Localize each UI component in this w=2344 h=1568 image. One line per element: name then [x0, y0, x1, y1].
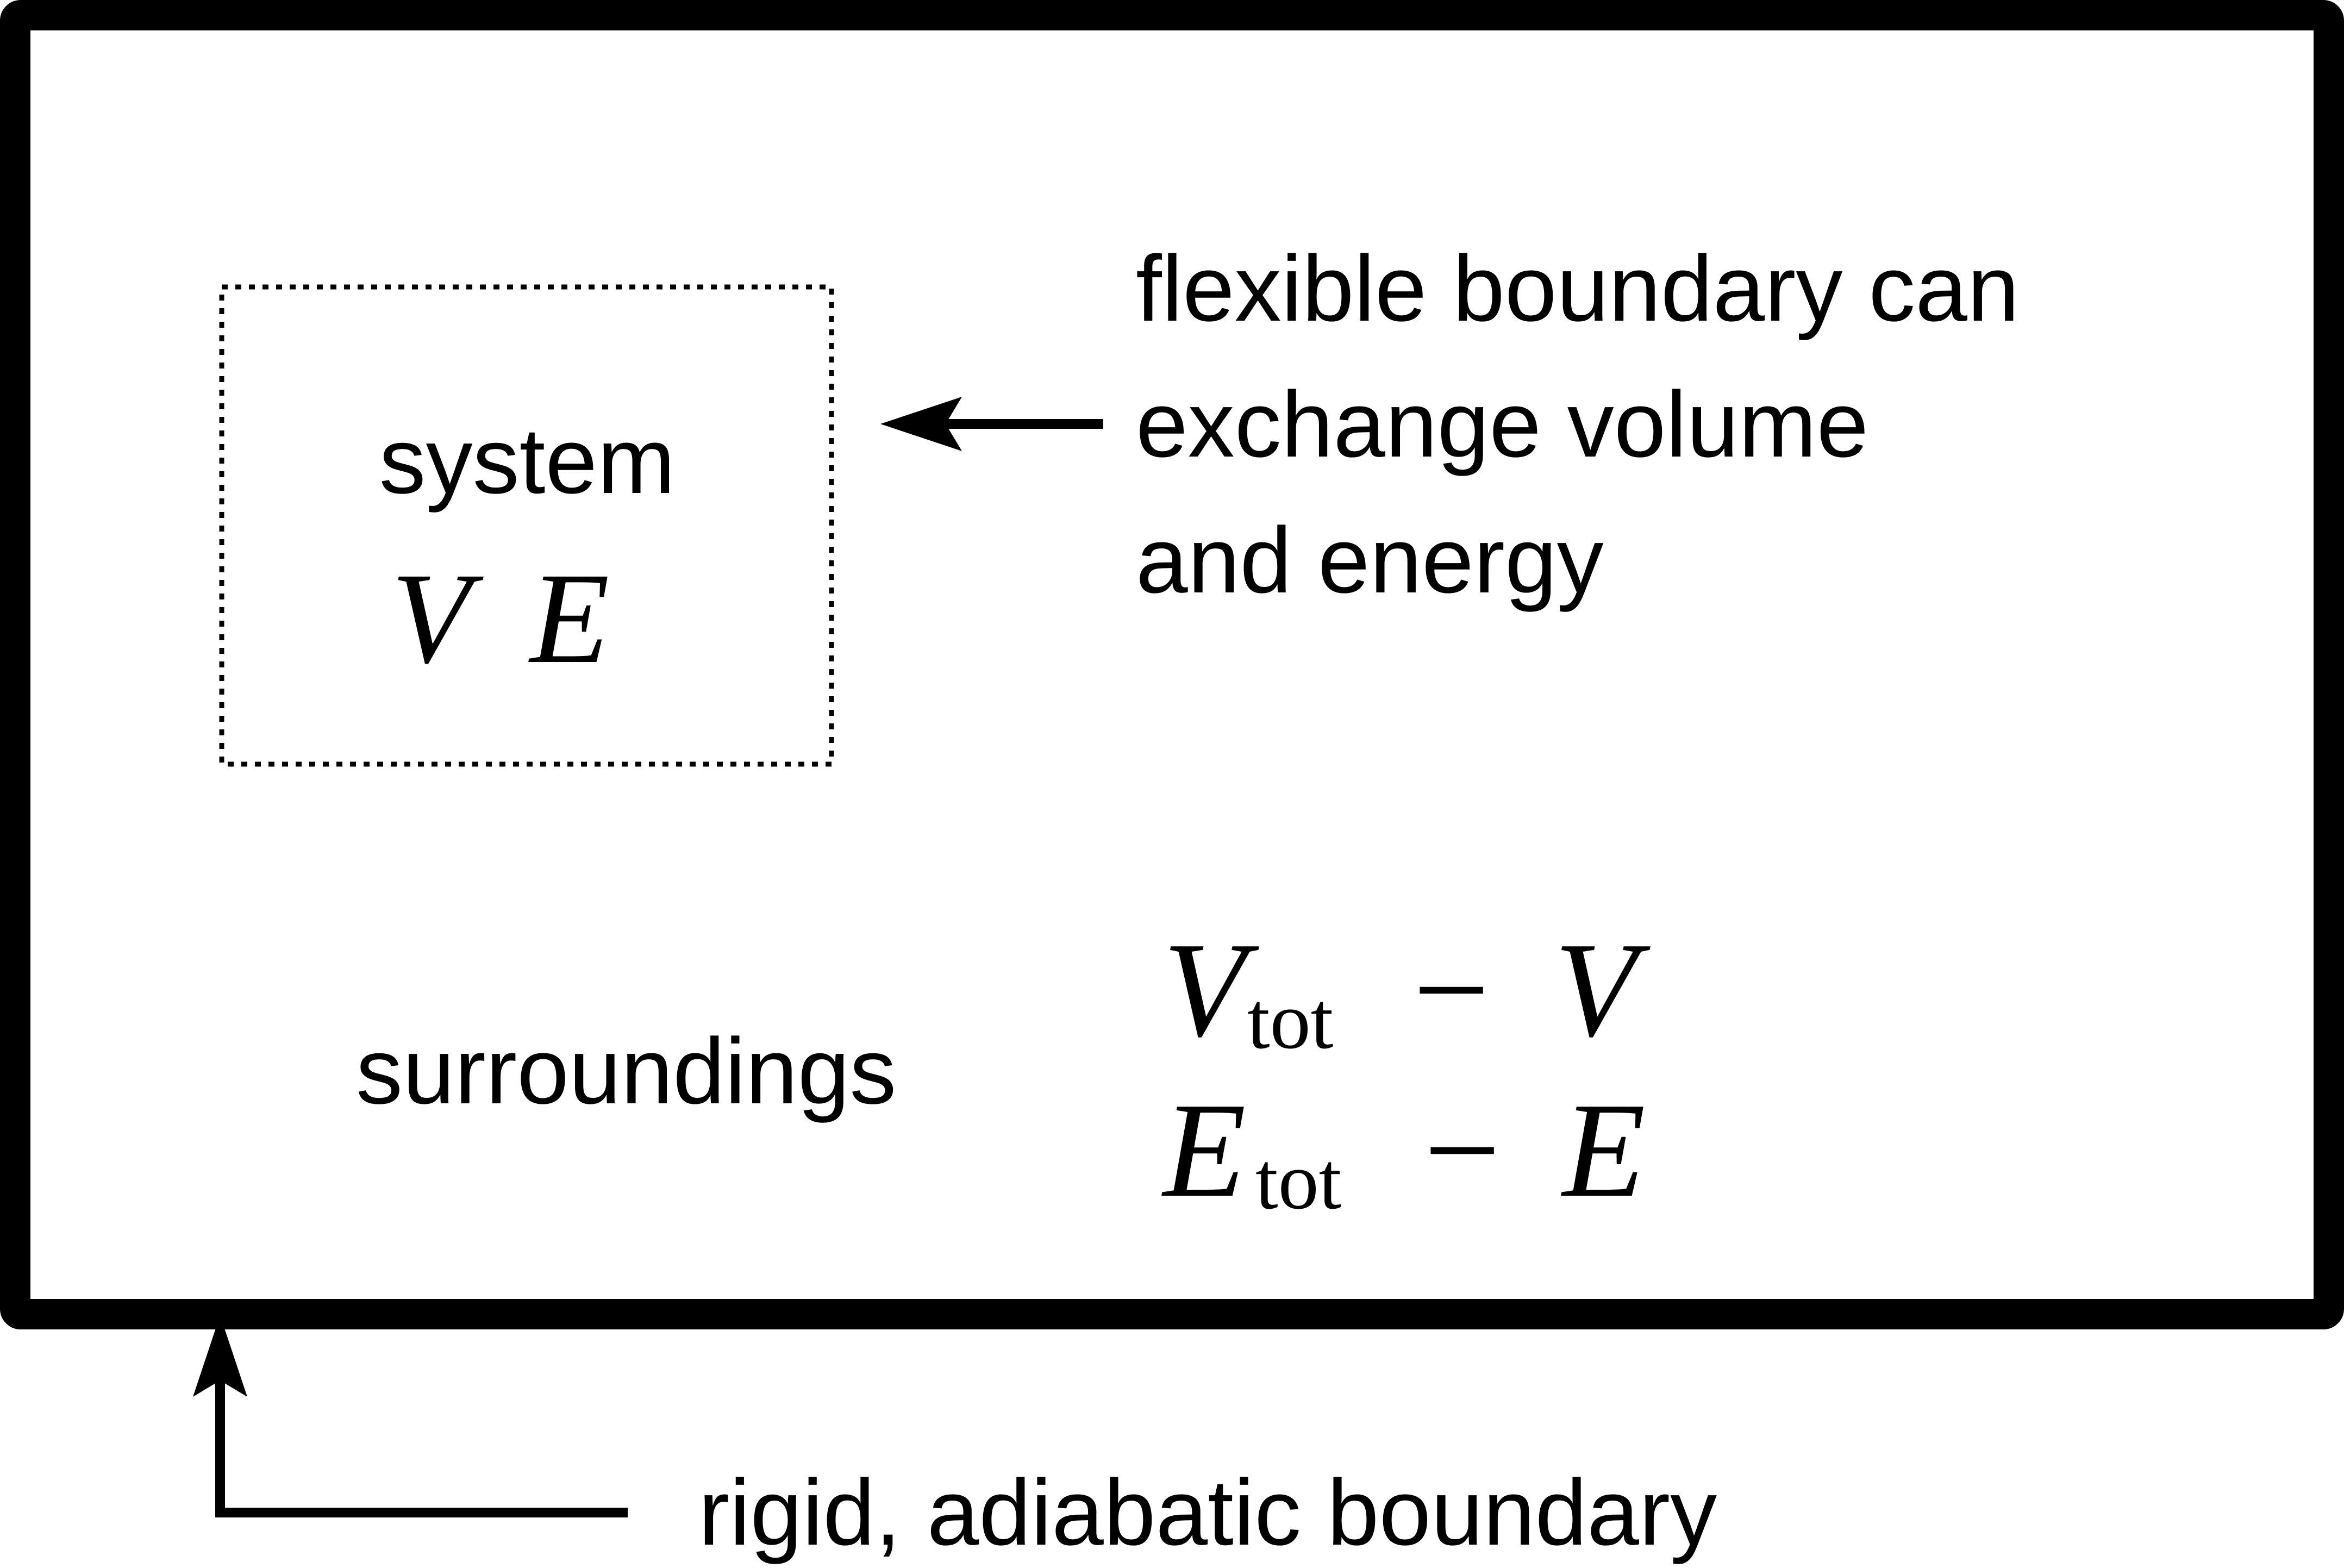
flexible-boundary-text-line-2: exchange volume — [1136, 372, 1868, 477]
rigid-boundary-arrow — [193, 1315, 628, 1517]
flexible-boundary-arrow — [880, 397, 1103, 451]
surroundings-label: surroundings — [356, 1019, 896, 1123]
system-flexible-boundary — [219, 284, 834, 767]
surroundings-energy-subscript: tot — [1255, 1136, 1341, 1226]
system-volume-var: V — [391, 546, 484, 690]
surroundings-volume-subscript: tot — [1247, 976, 1333, 1066]
surroundings-energy-expression: E tot − E — [1161, 1075, 1646, 1226]
surroundings-volume-expression: V tot − V — [1163, 915, 1651, 1066]
surroundings-energy-rhs: E — [1561, 1075, 1646, 1226]
surroundings-energy-operator: − — [1424, 1075, 1501, 1226]
rigid-boundary-label: rigid, adiabatic boundary — [698, 1460, 1717, 1565]
rigid-adiabatic-boundary — [0, 0, 2344, 1329]
flexible-boundary-text-line-1: flexible boundary can — [1136, 236, 2020, 341]
surroundings-volume-main: V — [1163, 915, 1259, 1065]
surroundings-volume-rhs: V — [1554, 915, 1651, 1065]
surroundings-energy-main: E — [1161, 1075, 1246, 1226]
surroundings-volume-operator: − — [1413, 915, 1490, 1065]
system-label: system — [379, 409, 676, 513]
system-energy-var: E — [528, 546, 610, 690]
flexible-boundary-text-line-3: and energy — [1136, 508, 1604, 613]
